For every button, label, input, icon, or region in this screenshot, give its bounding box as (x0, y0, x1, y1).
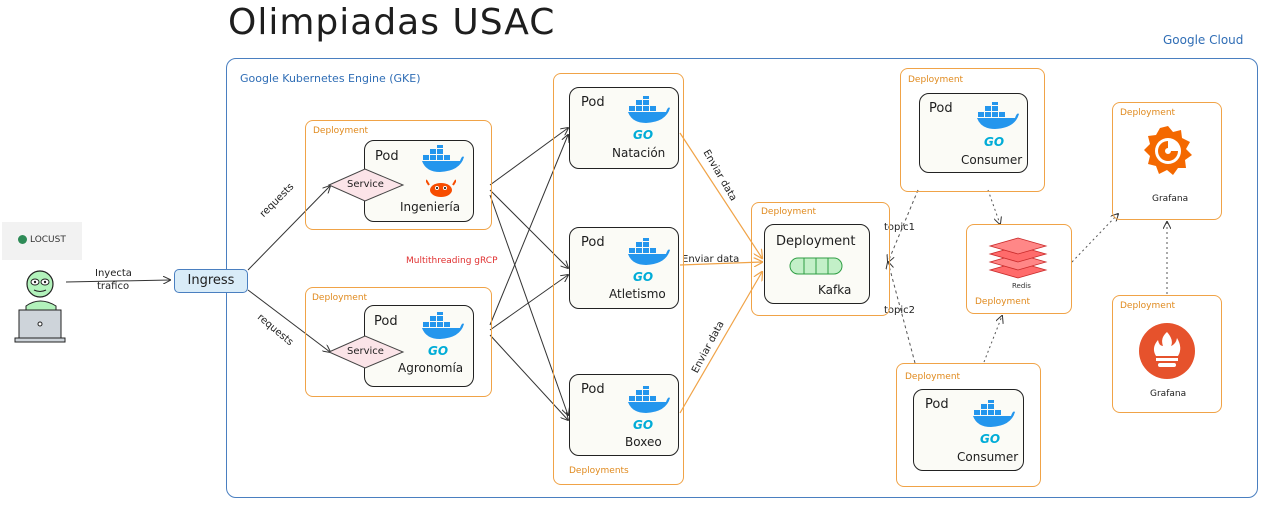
docker-icon (628, 386, 670, 413)
pod-natacion-label: Pod (581, 95, 605, 110)
deployment-ingenieria-label: Deployment (313, 126, 369, 136)
edge-consumer-redis-top (987, 189, 1000, 224)
locust-logo-box (2, 222, 82, 260)
docker-icon (977, 102, 1019, 129)
diagram-title: Olimpiadas USAC (228, 2, 556, 43)
edge-consumer-redis-bottom (983, 316, 1002, 363)
pod-atletismo-label: Pod (581, 235, 605, 250)
pod-consumer-top-label: Pod (929, 101, 953, 116)
pod-natacion (569, 87, 679, 169)
edge-agro-boxeo (489, 334, 568, 420)
deployment-consumer-top-label: Deployment (908, 75, 964, 85)
service-agronomia-label: Service (347, 346, 384, 357)
pod-consumer-top (919, 93, 1028, 173)
go-logo-icon: GO (633, 270, 654, 284)
deployment-consumer-top (900, 68, 1045, 192)
go-logo-icon: GO (428, 344, 449, 358)
pod-consumer-top-name: Consumer (961, 153, 1023, 167)
deployment-consumer-bottom (896, 363, 1041, 487)
pod-atletismo-name: Atletismo (609, 287, 666, 301)
locust-icon (18, 235, 27, 244)
multithreading-label: Multithreading gRCP (406, 256, 498, 266)
deployments-sports-label: Deployments (569, 466, 629, 476)
inyecta-label-1: Inyecta (95, 268, 132, 279)
deployments-sports (553, 73, 684, 485)
go-logo-icon: GO (633, 418, 654, 432)
pod-boxeo-name: Boxeo (625, 435, 662, 449)
edge-redis-grafana (1071, 214, 1118, 263)
kafka-label: Kafka (818, 283, 852, 297)
pod-consumer-bottom-label: Pod (925, 397, 949, 412)
kafka-queue-icon (789, 257, 843, 275)
docker-icon (628, 96, 670, 123)
deployment-grafana-top-label: Deployment (1120, 108, 1176, 118)
service-ingenieria (327, 168, 405, 202)
redis-icon (988, 237, 1048, 279)
go-logo-icon: GO (633, 128, 654, 142)
deployment-redis (966, 224, 1072, 314)
rust-crab-icon (426, 179, 456, 197)
pod-consumer-bottom (913, 389, 1024, 471)
inyecta-label-2: trafico (97, 281, 130, 292)
service-ingenieria-label: Service (347, 179, 384, 190)
go-logo-icon: GO (984, 135, 1005, 149)
ingress-node: Ingress (174, 269, 248, 293)
docker-icon (422, 145, 464, 172)
enviar-data-label-2: Enviar data (682, 254, 740, 265)
edge-atletismo-kafka (679, 262, 762, 265)
deployment-kafka (751, 202, 890, 316)
grafana-icon (1144, 126, 1192, 175)
grafana-bottom-label: Grafana (1150, 389, 1187, 399)
pod-natacion-name: Natación (612, 146, 666, 160)
edge-ingress-agronomia (247, 289, 330, 352)
edge-ingress-ingenieria (247, 186, 330, 271)
edge-ing-boxeo (489, 194, 568, 415)
deployment-agronomia (305, 287, 492, 397)
edge-user-ingress (65, 280, 170, 282)
deployment-grafana-bottom (1112, 295, 1222, 413)
deployment-ingenieria (305, 120, 492, 230)
edge-boxeo-kafka (679, 272, 762, 414)
pod-boxeo (569, 374, 679, 456)
pod-agronomia-name: Agronomía (398, 361, 464, 375)
pod-ingenieria-label: Pod (375, 149, 399, 164)
deployment-agronomia-label: Deployment (312, 293, 368, 303)
kafka-inner-deployment-label: Deployment (776, 234, 856, 249)
pod-boxeo-label: Pod (581, 382, 605, 397)
edge-agro-atletismo (489, 275, 568, 331)
google-cloud-label: Google Cloud (1163, 33, 1244, 47)
deployment-kafka-label: Deployment (761, 207, 817, 217)
pod-ingenieria-name: Ingeniería (400, 200, 461, 214)
pod-atletismo (569, 227, 679, 309)
pod-consumer-bottom-name: Consumer (957, 450, 1019, 464)
edge-agro-natacion (489, 135, 568, 326)
topic1-label: topic1 (884, 222, 916, 233)
grafana-top-label: Grafana (1152, 194, 1189, 204)
deployment-redis-label: Deployment (975, 297, 1031, 307)
edge-natacion-kafka (679, 132, 762, 258)
pod-agronomia-label: Pod (374, 314, 398, 329)
docker-icon (422, 312, 464, 339)
gke-label: Google Kubernetes Engine (GKE) (240, 72, 421, 85)
locust-label: LOCUST (30, 235, 66, 245)
redis-label: Redis (1012, 282, 1031, 290)
deployment-consumer-bottom-label: Deployment (905, 372, 961, 382)
user-laptop-icon (14, 270, 66, 343)
docker-icon (628, 238, 670, 265)
edge-topic1 (888, 189, 919, 262)
topic2-label: topic2 (884, 305, 916, 316)
go-logo-icon: GO (980, 432, 1001, 446)
deployment-grafana-top (1112, 102, 1222, 220)
prometheus-icon (1139, 323, 1195, 379)
docker-icon (973, 400, 1015, 427)
edge-ing-natacion (489, 128, 568, 186)
deployment-grafana-bottom-label: Deployment (1120, 301, 1176, 311)
service-agronomia (327, 335, 405, 369)
